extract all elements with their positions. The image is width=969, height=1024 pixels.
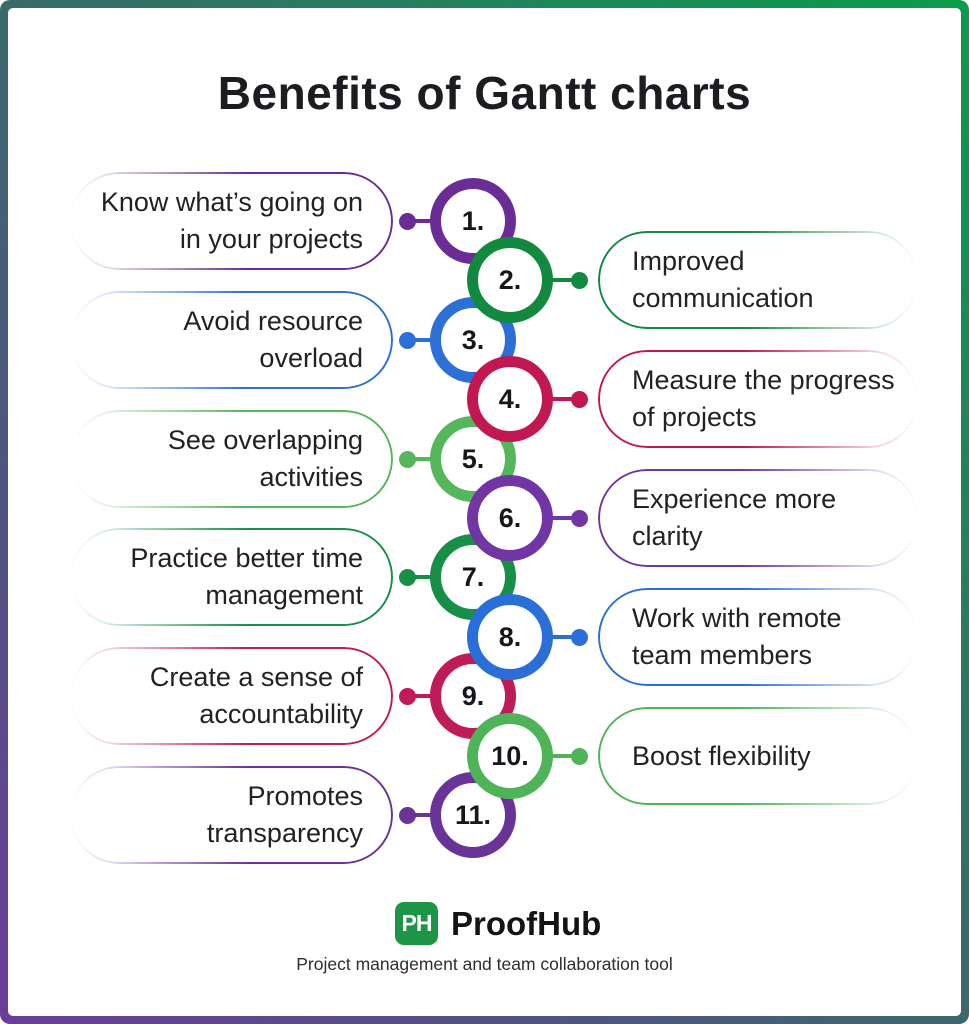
connector-dot bbox=[399, 807, 416, 824]
proofhub-logo-icon: PH bbox=[395, 902, 438, 945]
connector-dot bbox=[571, 272, 588, 289]
connector-dot bbox=[399, 451, 416, 468]
pill-border bbox=[70, 647, 393, 745]
connector-line bbox=[548, 635, 580, 639]
connector-line bbox=[406, 338, 436, 342]
benefit-number-circle: 2. bbox=[467, 237, 553, 323]
connector-dot bbox=[399, 332, 416, 349]
pill-border bbox=[598, 231, 918, 329]
pill-border bbox=[70, 410, 393, 508]
connector-line bbox=[406, 813, 436, 817]
pill-border bbox=[70, 766, 393, 864]
connector-dot bbox=[571, 748, 588, 765]
benefit-item: Boost flexibility bbox=[598, 707, 918, 805]
connector-dot bbox=[399, 213, 416, 230]
pill-border bbox=[70, 172, 393, 270]
pill-border bbox=[598, 350, 918, 448]
pill-border bbox=[70, 528, 393, 626]
connector-dot bbox=[571, 510, 588, 527]
benefit-number-circle: 4. bbox=[467, 356, 553, 442]
benefit-number-circle: 8. bbox=[467, 594, 553, 680]
connector-line bbox=[406, 575, 436, 579]
pill-border bbox=[70, 291, 393, 389]
benefit-number-circle: 6. bbox=[467, 475, 553, 561]
connector-line bbox=[548, 516, 580, 520]
connector-dot bbox=[399, 569, 416, 586]
brand-name: ProofHub bbox=[451, 905, 602, 942]
connector-dot bbox=[571, 629, 588, 646]
benefit-label: Boost flexibility bbox=[632, 740, 811, 771]
pill-border bbox=[598, 588, 918, 686]
tagline: Project management and team collaboratio… bbox=[296, 954, 673, 974]
pill-border bbox=[598, 469, 918, 567]
connector-line bbox=[548, 278, 580, 282]
connector-line bbox=[406, 457, 436, 461]
pill-border bbox=[598, 707, 918, 805]
benefit-number-circle: 10. bbox=[467, 713, 553, 799]
connector-line bbox=[548, 397, 580, 401]
connector-dot bbox=[571, 391, 588, 408]
page-title: Benefits of Gantt charts bbox=[217, 67, 752, 119]
connector-line bbox=[548, 754, 580, 758]
connector-line bbox=[406, 694, 436, 698]
content-panel: Benefits of Gantt charts Know what’s goi… bbox=[8, 8, 961, 1016]
connector-dot bbox=[399, 688, 416, 705]
connector-line bbox=[406, 219, 436, 223]
